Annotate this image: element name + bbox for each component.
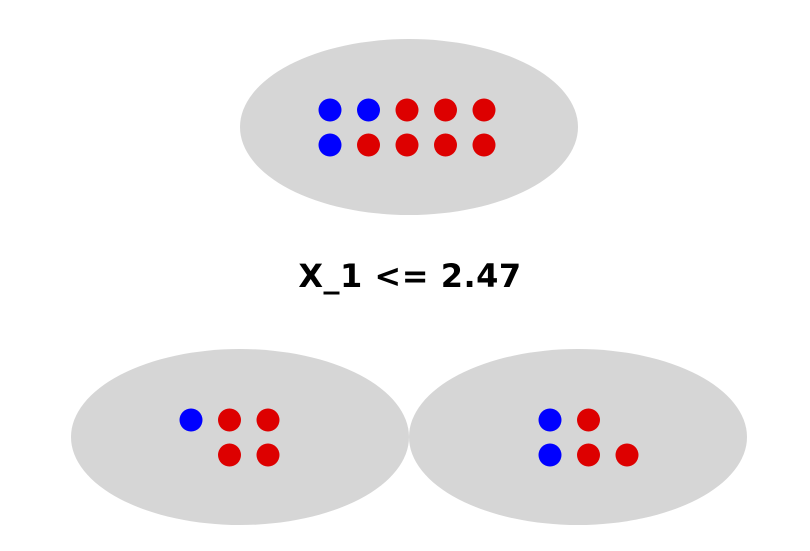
blue-sample-dot <box>538 443 562 467</box>
blue-sample-dot <box>538 408 562 432</box>
red-sample-dot <box>472 98 496 122</box>
red-sample-dot <box>256 408 280 432</box>
red-sample-dot <box>577 443 600 467</box>
red-sample-dot <box>357 133 380 157</box>
red-sample-dot <box>218 408 241 432</box>
red-sample-dot <box>395 133 419 157</box>
red-sample-dot <box>256 443 280 467</box>
split-condition-label: X_1 <= 2.47 <box>298 257 522 295</box>
blue-sample-dot <box>318 98 342 122</box>
red-sample-dot <box>434 133 457 157</box>
blue-sample-dot <box>179 408 203 432</box>
right-child-node <box>409 349 747 525</box>
left-child-node <box>71 349 409 525</box>
red-sample-dot <box>577 408 600 432</box>
red-sample-dot <box>434 98 457 122</box>
blue-sample-dot <box>357 98 380 122</box>
red-sample-dot <box>218 443 241 467</box>
right-child-ellipse <box>409 349 747 525</box>
red-sample-dot <box>615 443 639 467</box>
root-ellipse <box>240 39 578 215</box>
root-node <box>240 39 578 215</box>
red-sample-dot <box>395 98 419 122</box>
left-child-ellipse <box>71 349 409 525</box>
blue-sample-dot <box>318 133 342 157</box>
red-sample-dot <box>472 133 496 157</box>
